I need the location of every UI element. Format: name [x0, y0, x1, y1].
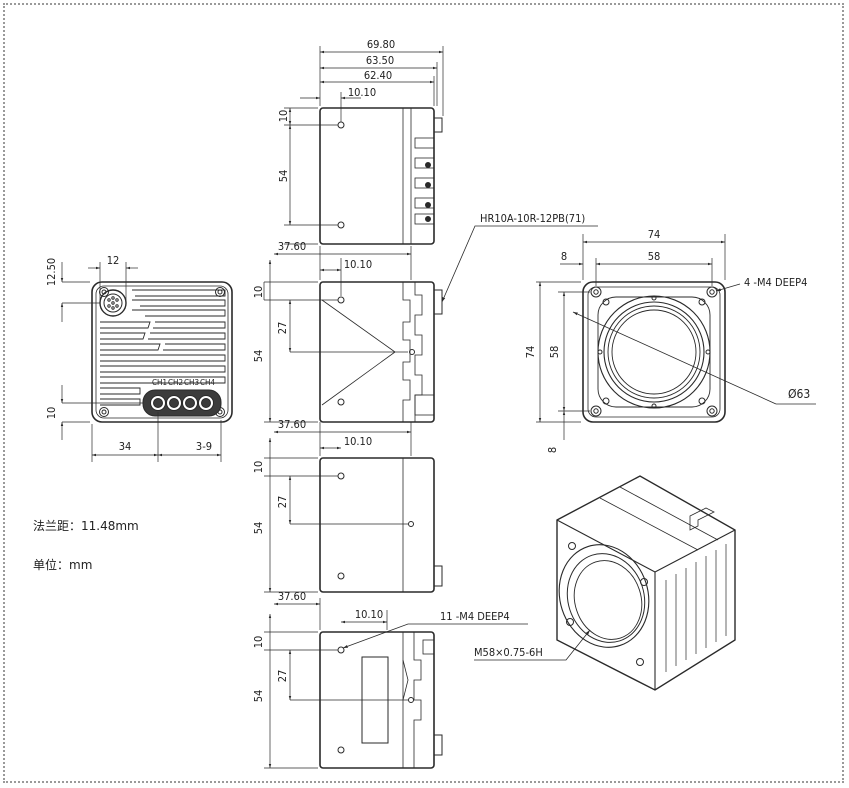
dim-hole-offset: 10.10	[344, 258, 372, 271]
lens-mount-ring	[597, 295, 711, 409]
lens-mount-view: 74 58 8 74 58 8 4 -M4 DEEP4 Ø63	[524, 228, 816, 453]
flange-distance-note: 法兰距：11.48mm	[33, 519, 139, 533]
top-body-outline	[319, 107, 435, 245]
hirose-connector-icon	[99, 289, 127, 317]
side-view-2: 37.60 10.10 10 27 54	[252, 418, 443, 593]
dim-bottom-left: 34	[119, 440, 132, 453]
connector-stub	[433, 117, 443, 133]
channel-label: CH4	[200, 378, 215, 387]
dim-height: 54	[252, 350, 265, 363]
dim-mid: 27	[276, 496, 289, 509]
dim-mid: 27	[276, 670, 289, 683]
front-view: CH1 CH2 CH3 CH4 12.50 12 10 34 3-9	[45, 254, 233, 462]
dotted-frame	[3, 3, 844, 783]
hole-callout: 11 -M4 DEEP4	[440, 610, 510, 623]
unit-note: 单位：mm	[33, 558, 93, 572]
dim-edge-bottom: 8	[546, 447, 559, 453]
dim-height: 54	[252, 690, 265, 703]
bore-diameter: Ø63	[788, 387, 810, 401]
dim-width: 74	[648, 228, 661, 241]
cooling-fins	[100, 289, 226, 406]
dim-left: 37.60	[278, 590, 306, 603]
connector-callout: HR10A-10R-12PB(71)	[480, 212, 585, 225]
hole-callout: 4 -M4 DEEP4	[744, 276, 807, 289]
dim-hole-offset: 10.10	[348, 86, 376, 99]
dim-top: 10	[252, 286, 265, 299]
dim-overall: 69.80	[367, 38, 395, 51]
dim-left: 37.60	[278, 418, 306, 431]
dim-left: 37.60	[278, 240, 306, 253]
dim-height: 54	[252, 522, 265, 535]
dim-top: 10	[252, 636, 265, 649]
front-body-outline	[91, 281, 233, 423]
dim-height: 74	[524, 346, 537, 359]
dim-height-top: 10	[277, 110, 290, 123]
dim-height-main: 54	[277, 170, 290, 183]
dim-hole-pitch: 58	[648, 250, 661, 263]
channel-label: CH2	[168, 378, 183, 387]
dim-hole-offset: 10.10	[344, 435, 372, 448]
thread-callout: M58×0.75-6H	[474, 646, 543, 659]
side-view-1: 37.60 10.10 10 27 54 HR10A-10R-12PB(71)	[252, 212, 598, 423]
side-view-3: 37.60 10.10 10 27 54 11 -M4 DEEP4	[252, 590, 528, 769]
top-view: 69.80 63.50 62.40 10.10 10 54	[277, 38, 444, 245]
dim-edge: 8	[561, 250, 567, 263]
dim-bottom-right: 3-9	[196, 440, 212, 453]
dim-body: 62.40	[364, 69, 392, 82]
dim-bottom-offset: 10	[45, 407, 58, 420]
dim-hole-offset: 10.10	[355, 608, 383, 621]
channel-label: CH3	[184, 378, 199, 387]
dim-height-pitch: 58	[548, 346, 561, 359]
isometric-view: M58×0.75-6H	[474, 475, 736, 691]
dim-top: 10	[252, 461, 265, 474]
dim-top-offset: 12.50	[45, 258, 58, 286]
dim-connector-width: 12	[107, 254, 120, 267]
dim-body-plus: 63.50	[366, 54, 394, 67]
dim-mid: 27	[276, 322, 289, 335]
channel-label: CH1	[152, 378, 167, 387]
